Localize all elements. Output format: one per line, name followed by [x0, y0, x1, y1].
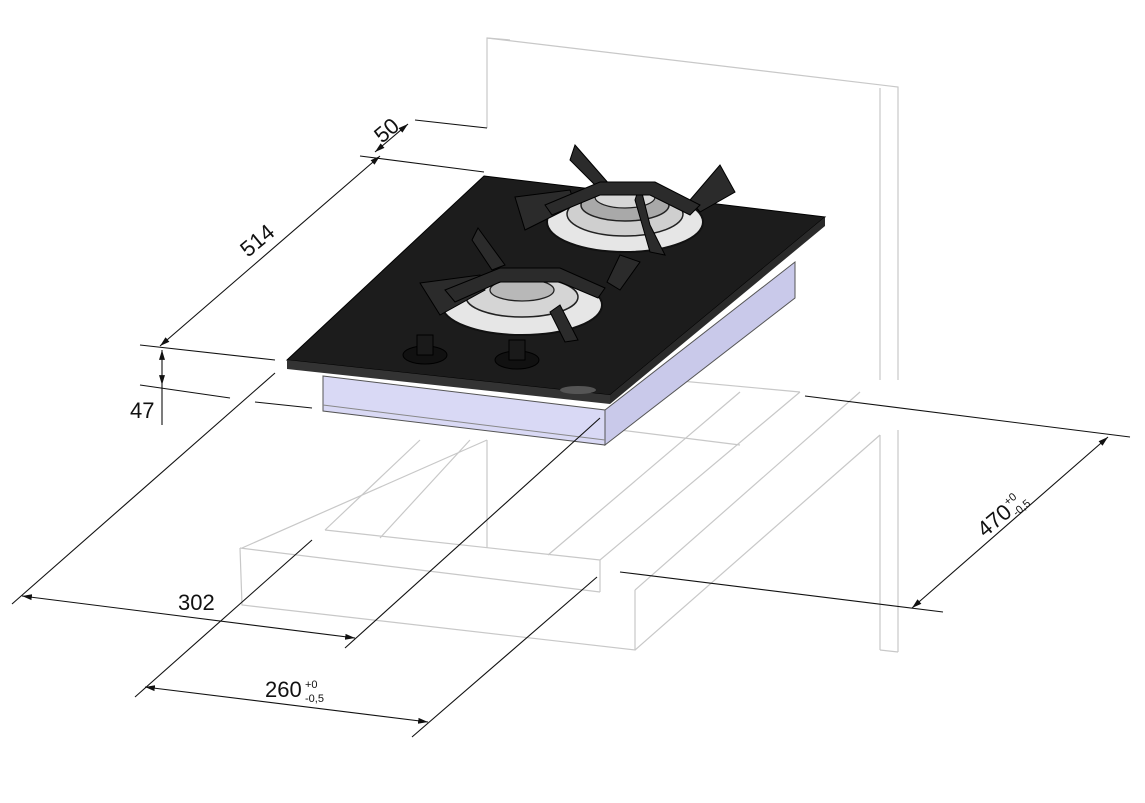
dim-47-label: 47	[130, 398, 154, 423]
dim-50-label: 50	[369, 113, 404, 148]
dim-514-label: 514	[235, 219, 279, 262]
control-knob-left	[402, 334, 448, 365]
dim-260-label: 260 +0 -0,5	[265, 677, 324, 705]
svg-text:+0: +0	[305, 679, 318, 691]
control-knob-right	[494, 339, 540, 370]
gas-hob	[285, 144, 827, 447]
dim-302-label: 302	[178, 590, 215, 615]
svg-text:260: 260	[265, 677, 302, 702]
svg-text:-0,5: -0,5	[305, 693, 324, 705]
front-grate	[419, 227, 641, 343]
dim-470-label: 470 +0 -0,5	[972, 491, 1033, 542]
dimension-lines	[11, 119, 1131, 738]
cabinet-outline	[239, 37, 899, 653]
brand-logo	[560, 386, 596, 394]
rear-grate	[514, 144, 736, 256]
